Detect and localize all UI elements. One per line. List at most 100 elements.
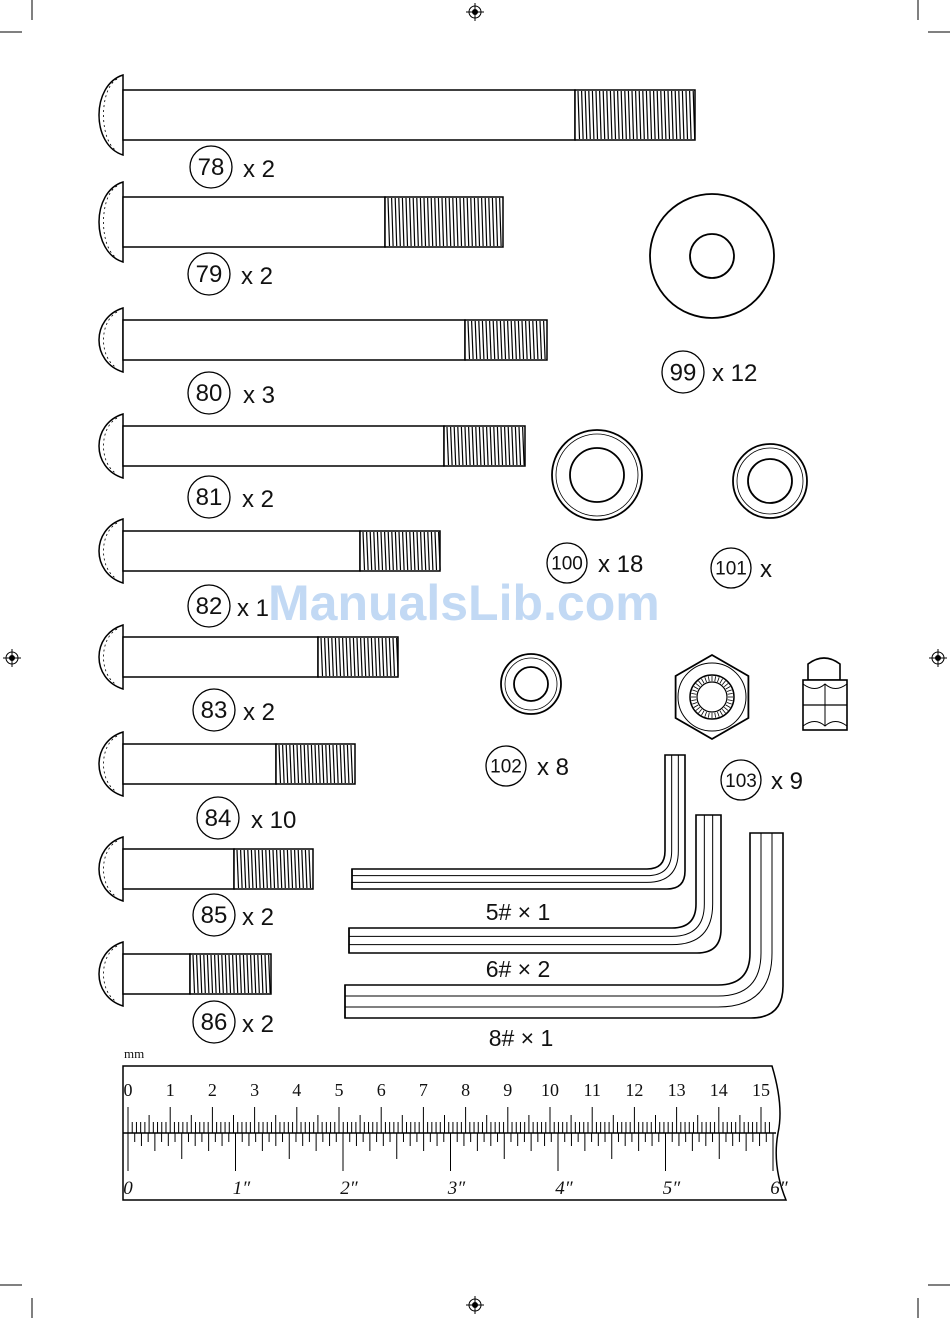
part-label-86: 86 x 2 <box>193 1001 274 1043</box>
bolt-shank <box>123 744 276 784</box>
bolt-84: 84 x 10 <box>99 732 355 839</box>
cm-label: 5 <box>335 1080 344 1100</box>
part-quantity: x 10 <box>251 807 296 834</box>
part-quantity: x 18 <box>598 551 643 578</box>
registration-mark-icon <box>466 3 484 21</box>
part-quantity: x 2 <box>243 699 275 726</box>
part-number: 81 <box>196 484 223 511</box>
bolt-shank <box>123 849 234 889</box>
cm-label: 13 <box>668 1080 686 1100</box>
part-label-78: 78 x 2 <box>190 146 275 188</box>
part-number: 79 <box>196 261 223 288</box>
bolt-80: 80 x 3 <box>99 308 547 414</box>
bolt-head <box>99 75 123 155</box>
part-quantity: x 2 <box>242 1011 274 1038</box>
part-number: 80 <box>196 380 223 407</box>
inch-label: 6″ <box>770 1178 789 1199</box>
cm-label: 15 <box>752 1080 770 1100</box>
bolt-86: 86 x 2 <box>99 942 274 1043</box>
bolt-head <box>99 182 123 262</box>
cm-label: 3 <box>250 1080 259 1100</box>
washer-101: 101 x <box>711 444 807 588</box>
part-quantity: x 2 <box>242 486 274 513</box>
inch-label: 5″ <box>663 1178 682 1199</box>
nut-103: 103 x 9 <box>676 655 847 800</box>
bolt-83: 83x 2 <box>99 625 398 731</box>
registration-mark-icon <box>466 1296 484 1314</box>
cm-label: 2 <box>208 1080 217 1100</box>
bolt-shank <box>123 320 465 360</box>
ruler-unit-label: mm <box>124 1046 144 1061</box>
allen-wrench-list: 5# × 1 6# × 2 8# × 1 <box>345 755 783 1051</box>
bolt-81: 81 x 2 <box>99 414 525 518</box>
cm-label: 4 <box>292 1080 301 1100</box>
part-number: 84 <box>205 805 232 832</box>
part-number: 100 <box>551 554 583 575</box>
part-number: 99 <box>670 359 697 386</box>
cm-label: 11 <box>584 1080 601 1100</box>
inch-label: 1″ <box>233 1178 252 1199</box>
bolt-79: 79 x 2 <box>99 182 503 295</box>
part-quantity: x 9 <box>771 768 803 795</box>
cm-label: 14 <box>710 1080 728 1100</box>
part-quantity: x <box>760 556 772 583</box>
inch-label: 3″ <box>447 1178 467 1199</box>
part-label-81: 81 x 2 <box>188 476 274 518</box>
wrench-size-label: 6# × 2 <box>486 956 551 982</box>
cm-label: 7 <box>419 1080 428 1100</box>
part-label-82: 82 x 1 <box>188 585 269 627</box>
washer-hole <box>690 234 734 278</box>
registration-mark-icon <box>3 649 21 667</box>
inch-label: 0 <box>123 1178 133 1199</box>
part-quantity: x 12 <box>712 360 757 387</box>
bolt-shank <box>123 531 360 571</box>
part-quantity: x 1 <box>237 595 269 622</box>
part-label-85: 85 x 2 <box>193 894 274 936</box>
wrench-size-label: 8# × 1 <box>489 1025 554 1051</box>
washer-hole <box>514 667 548 701</box>
part-quantity: x 2 <box>243 156 275 183</box>
part-label-80: 80 x 3 <box>188 372 275 414</box>
bolt-85: 85 x 2 <box>99 837 313 936</box>
cm-label: 6 <box>377 1080 386 1100</box>
bolt-78: 78 x 2 <box>99 75 695 188</box>
washer-100: 100 x 18 <box>547 430 643 583</box>
part-number: 103 <box>725 771 757 792</box>
part-number: 101 <box>715 559 747 580</box>
cm-label: 1 <box>166 1080 175 1100</box>
cm-label: 8 <box>461 1080 470 1100</box>
bolt-shank <box>123 954 190 994</box>
part-number: 102 <box>490 757 522 778</box>
cm-label: 10 <box>541 1080 559 1100</box>
bolt-shank <box>123 90 575 140</box>
part-quantity: x 3 <box>243 382 275 409</box>
part-number: 78 <box>198 154 225 181</box>
part-number: 82 <box>196 593 223 620</box>
washer-hole <box>570 448 624 502</box>
part-quantity: x 2 <box>241 263 273 290</box>
bolt-shank <box>123 637 318 677</box>
washer-99: 99 x 12 <box>650 194 774 393</box>
wrench-size-label: 5# × 1 <box>486 899 551 925</box>
inch-label: 4″ <box>555 1178 574 1199</box>
washer-hole <box>748 459 792 503</box>
nylock-nut-side <box>803 658 847 730</box>
bolt-82: 82 x 1 <box>99 519 440 627</box>
part-quantity: x 8 <box>537 754 569 781</box>
nut-group: 103 x 9 <box>676 655 847 800</box>
inch-label: 2″ <box>340 1178 359 1199</box>
part-label-84: 84 x 10 <box>197 797 296 839</box>
part-quantity: x 2 <box>242 904 274 931</box>
cm-label: 9 <box>503 1080 512 1100</box>
registration-mark-icon <box>929 649 947 667</box>
part-number: 85 <box>201 902 228 929</box>
bolt-shank <box>123 426 444 466</box>
part-label-79: 79 x 2 <box>188 253 273 295</box>
bolt-shank <box>123 197 385 247</box>
cm-label: 12 <box>625 1080 643 1100</box>
part-number: 86 <box>201 1009 228 1036</box>
cm-label: 0 <box>124 1080 133 1100</box>
